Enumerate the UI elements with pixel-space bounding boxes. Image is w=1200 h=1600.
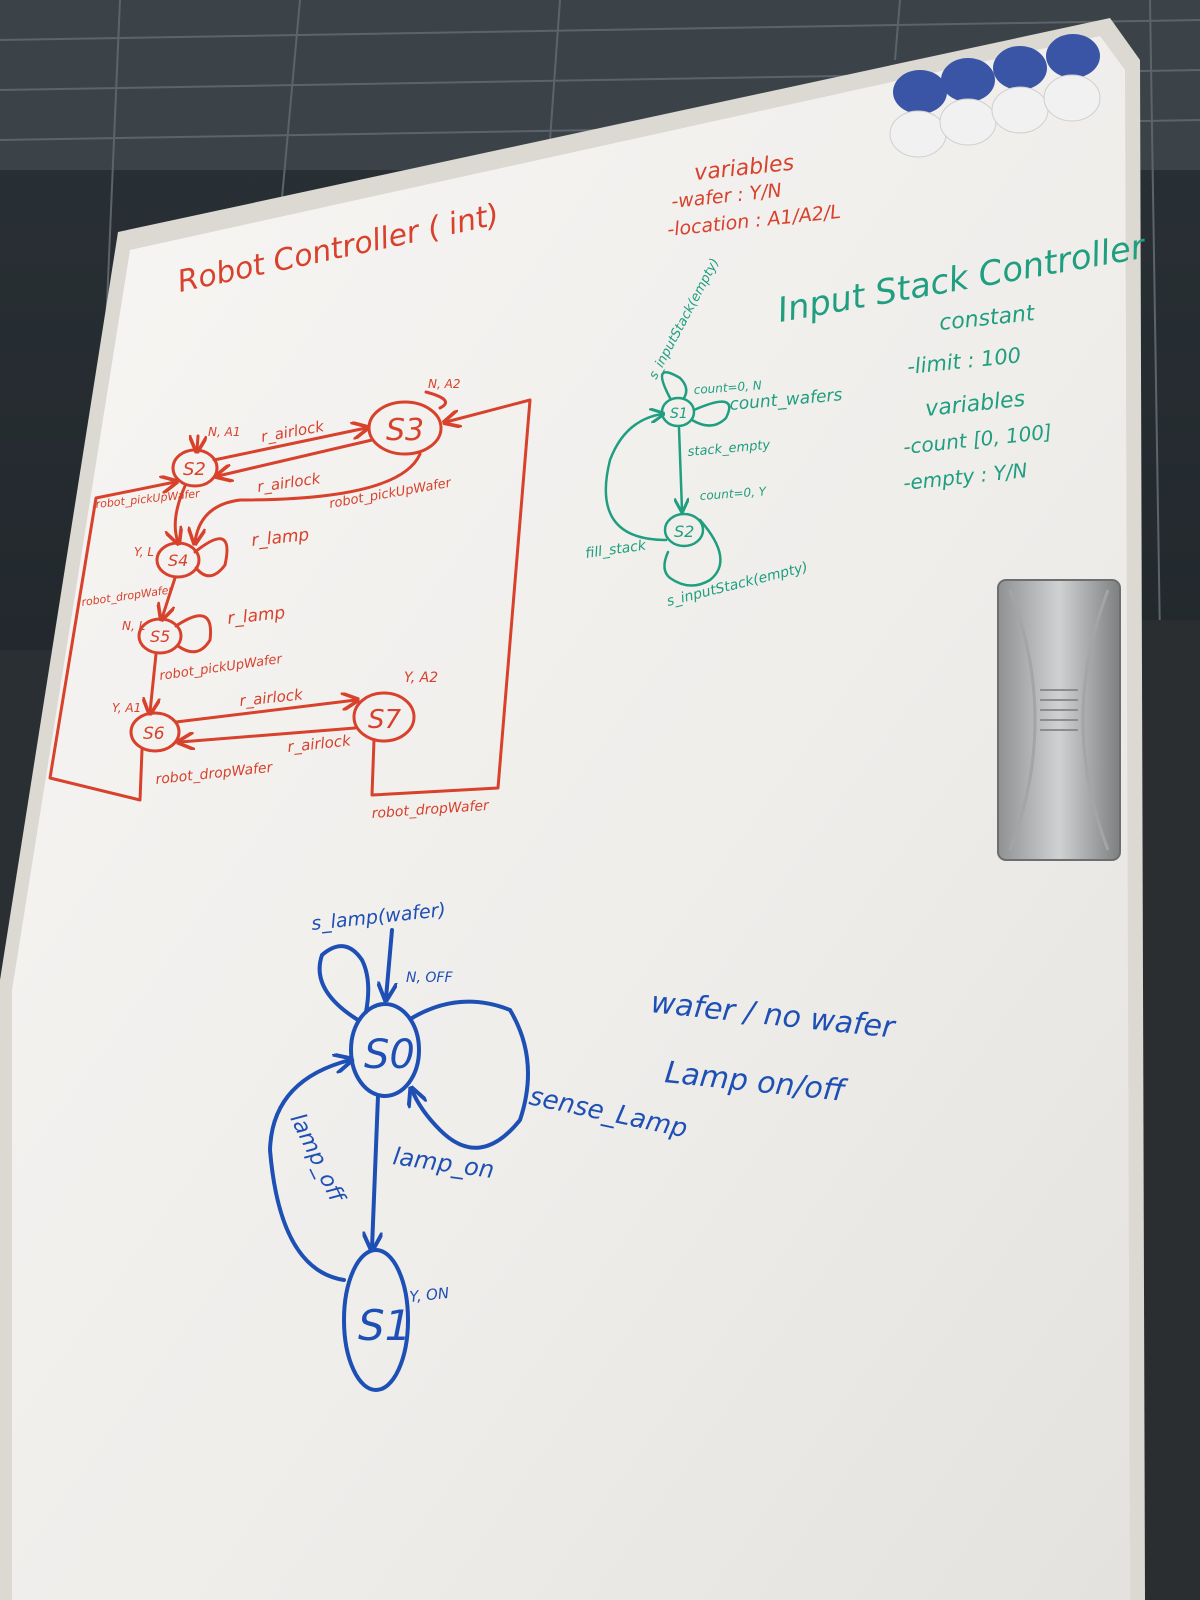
edge-s3-s4 bbox=[195, 452, 422, 542]
label-s0-vals: N, OFF bbox=[406, 970, 453, 986]
label-count-state: count=0, N bbox=[693, 378, 762, 397]
edge-s0-s1 bbox=[372, 1094, 378, 1248]
edge-s2-s1 bbox=[604, 414, 668, 542]
label-s6-vals: Y, A1 bbox=[112, 701, 141, 715]
loop-s2 bbox=[663, 518, 722, 587]
state-s7: S7 bbox=[352, 691, 416, 743]
entry-s0 bbox=[386, 928, 392, 998]
label-s7-vals: Y, A2 bbox=[404, 670, 438, 686]
loop-s0-small bbox=[317, 944, 371, 1022]
svg-text:S0: S0 bbox=[364, 1032, 415, 1078]
label-s4-vals: Y, L bbox=[134, 545, 154, 559]
svg-text:S2: S2 bbox=[674, 522, 694, 541]
label-count-y: count=0, Y bbox=[699, 484, 768, 503]
svg-text:S1: S1 bbox=[670, 406, 688, 422]
svg-text:S3: S3 bbox=[386, 413, 424, 448]
svg-text:S7: S7 bbox=[368, 705, 402, 735]
label-s3-vals: N, A2 bbox=[428, 377, 460, 391]
label-s5-vals: N, L bbox=[122, 619, 145, 633]
whiteboard bbox=[0, 18, 1145, 1600]
edge-s5-s6 bbox=[150, 652, 156, 712]
svg-text:S5: S5 bbox=[150, 627, 170, 646]
edge-s4-s5 bbox=[162, 576, 177, 618]
edge-s2-s4 bbox=[175, 484, 187, 542]
loop-s4 bbox=[193, 537, 229, 578]
loop-s0-big bbox=[412, 999, 530, 1150]
svg-text:S4: S4 bbox=[168, 551, 188, 570]
edge-s1-s2 bbox=[679, 426, 682, 510]
loop-s5 bbox=[174, 614, 213, 654]
svg-text:S2: S2 bbox=[183, 459, 206, 480]
state-s2-green: S2 bbox=[663, 512, 705, 548]
edge-s2-s3 bbox=[212, 428, 366, 462]
board-handle bbox=[997, 579, 1121, 861]
edge-s7-s3-outer bbox=[370, 398, 532, 797]
state-s0-blue: S0 bbox=[349, 1002, 421, 1098]
edge-s6-s7 bbox=[174, 700, 356, 724]
magnets bbox=[889, 34, 1101, 158]
svg-text:S1: S1 bbox=[358, 1301, 411, 1350]
entry-s2 bbox=[197, 434, 198, 450]
loop-s1-right bbox=[690, 400, 731, 427]
svg-text:S6: S6 bbox=[143, 724, 165, 744]
edge-s6-s2-outer bbox=[48, 482, 175, 802]
edge-s7-s6 bbox=[180, 726, 357, 742]
label-stack-empty: stack_empty bbox=[687, 438, 771, 460]
edge-s3-s2 bbox=[218, 438, 374, 476]
label-s1-vals: Y, ON bbox=[409, 1284, 450, 1306]
state-s1-blue: S1 bbox=[342, 1248, 411, 1392]
edge-s1-s0 bbox=[267, 1060, 350, 1282]
entry-s3 bbox=[424, 390, 448, 410]
loop-s1-top bbox=[660, 371, 688, 400]
label-s2-vals: N, A1 bbox=[208, 425, 240, 439]
